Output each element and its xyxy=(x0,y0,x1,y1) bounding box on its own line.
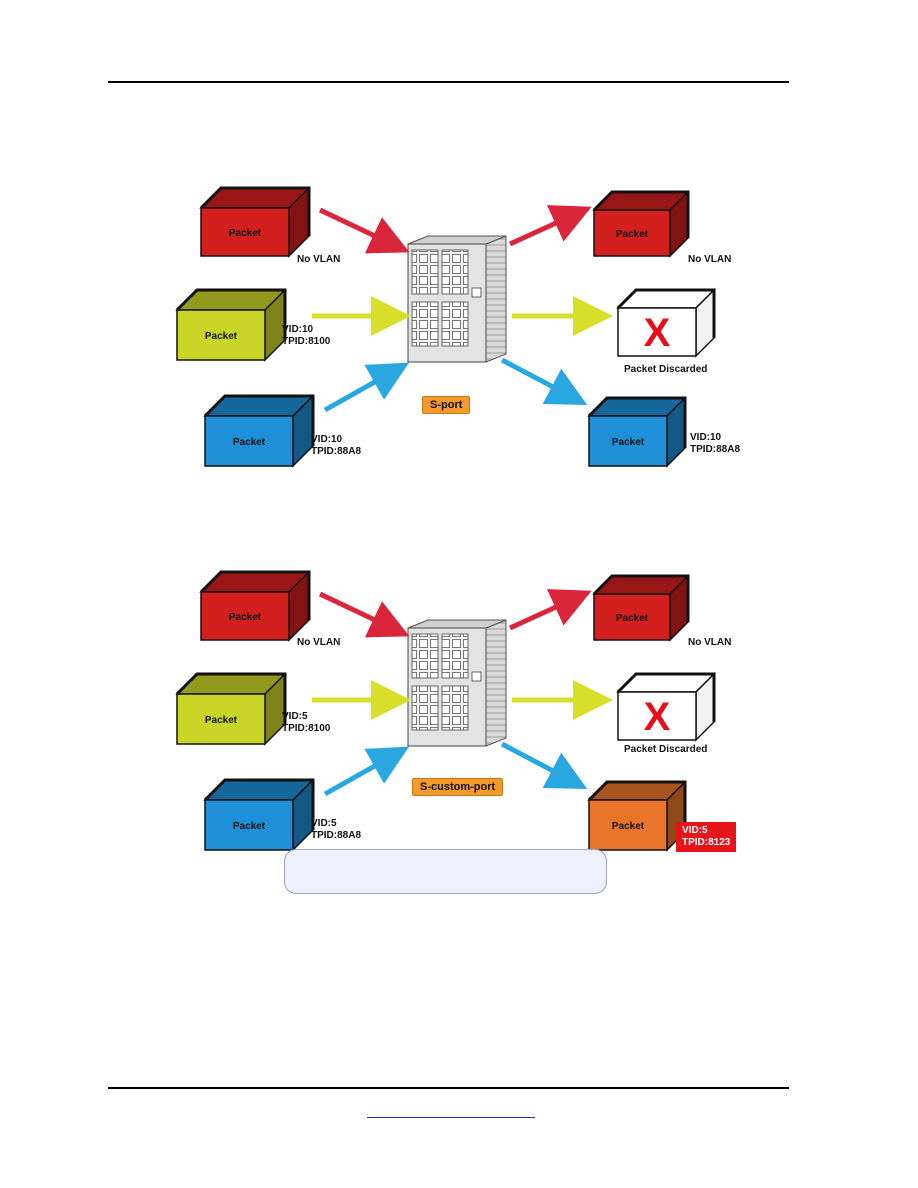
in-packet-1: Packet xyxy=(199,186,311,258)
arrow-out-3 xyxy=(500,357,588,406)
discard-x-icon: X xyxy=(644,695,671,739)
in-packet-3: Packet xyxy=(203,394,315,468)
in-packet-3: Packet xyxy=(203,778,315,852)
arrow-out-3 xyxy=(500,741,588,790)
packet-label: Packet xyxy=(229,612,262,623)
packet-label: Packet xyxy=(233,437,266,448)
packet-label: Packet xyxy=(616,229,649,240)
in-tag-2-1: No VLAN xyxy=(297,637,341,648)
packet-label: Packet xyxy=(616,613,649,624)
packet-label: Packet xyxy=(205,331,238,342)
out-packet-2: X xyxy=(616,288,716,358)
discard-x-icon: X xyxy=(644,311,671,355)
in-tag-1-1: No VLAN xyxy=(297,254,341,265)
note-box xyxy=(284,849,607,894)
out-packet-1: Packet xyxy=(592,190,690,258)
packet-label: Packet xyxy=(205,715,238,726)
in-packet-2: Packet xyxy=(175,288,287,362)
arrow-out-1 xyxy=(508,205,592,247)
header-rule xyxy=(108,81,789,83)
switch-device-icon xyxy=(407,235,507,363)
packet-label: Packet xyxy=(229,228,262,239)
packet-label: Packet xyxy=(612,437,645,448)
port-label-1: S-port xyxy=(422,396,471,414)
out-tag-2-2: Packet Discarded xyxy=(624,744,708,755)
out-packet-1: Packet xyxy=(592,574,690,642)
out-packet-3: Packet xyxy=(587,396,687,468)
arrow-in-1 xyxy=(318,591,410,638)
packet-label: Packet xyxy=(233,821,266,832)
arrow-in-1 xyxy=(318,207,410,254)
arrow-in-3 xyxy=(323,746,410,797)
footer-link[interactable] xyxy=(367,1103,535,1118)
out-packet-2: X xyxy=(616,672,716,742)
arrow-in-3 xyxy=(323,362,410,413)
footer-rule xyxy=(108,1087,789,1089)
arrow-out-1 xyxy=(508,589,592,631)
in-packet-2: Packet xyxy=(175,672,287,746)
out-tag-2-1: No VLAN xyxy=(688,637,732,648)
out-tag-1-2: Packet Discarded xyxy=(624,364,708,375)
switch-device-icon xyxy=(407,619,507,747)
port-label-2: S-custom-port xyxy=(412,778,504,796)
out-tag-1-1: No VLAN xyxy=(688,254,732,265)
packet-label: Packet xyxy=(612,821,645,832)
out-packet-3: Packet xyxy=(587,780,687,852)
in-packet-1: Packet xyxy=(199,570,311,642)
